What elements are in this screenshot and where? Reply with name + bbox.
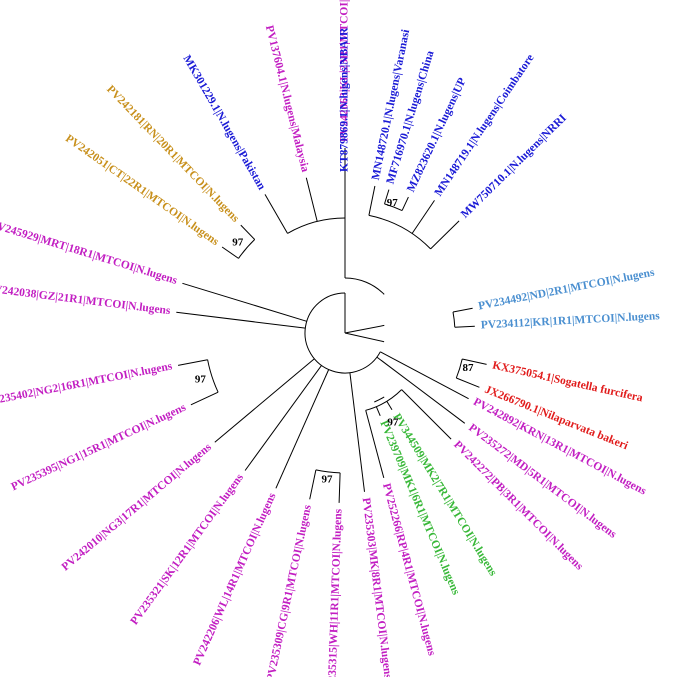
leaf-branch-7 bbox=[454, 325, 475, 328]
leaf-branch-28 bbox=[264, 194, 288, 234]
leaf-branch-1 bbox=[368, 185, 376, 216]
leaf-branch-29 bbox=[305, 177, 318, 222]
leaf-branch-24 bbox=[176, 311, 306, 329]
taxon-label: PV235315|WH|11R1|MTCOI|N.lugens bbox=[326, 508, 345, 677]
leaf-branch-19 bbox=[275, 369, 330, 489]
leaf-branch-12 bbox=[401, 389, 452, 440]
root-stem-b bbox=[344, 324, 385, 334]
bootstrap-labels: 97 97 97 97 97 87 bbox=[195, 197, 474, 486]
leaf-branch-15 bbox=[365, 410, 385, 479]
taxon-label: PV235309|CG|9R1|MTCOI|N.lugens bbox=[265, 503, 314, 677]
internal-arc-6 bbox=[365, 389, 402, 411]
leaf-branch-25 bbox=[182, 282, 307, 322]
taxon-label: PV137604.1|N.lugens|Malaysia bbox=[263, 24, 311, 173]
bootstrap-value: 87 bbox=[463, 362, 475, 374]
internal-arc-1 bbox=[344, 277, 385, 295]
root-stem-c bbox=[344, 332, 385, 343]
internal-arc-5 bbox=[455, 358, 463, 379]
internal-arc-9 bbox=[207, 359, 219, 393]
leaf-branch-8 bbox=[462, 358, 487, 365]
leaf-branch-6 bbox=[452, 307, 473, 313]
taxon-label: PV245929|MRT|18R1|MTCOI|N.lugens bbox=[0, 218, 179, 287]
bootstrap-value: 97 bbox=[195, 374, 207, 386]
leaf-branch-13 bbox=[386, 400, 393, 410]
taxon-label: PV242051|CT|22R1|MTCOI|N.lugens bbox=[63, 133, 221, 249]
internal-arc-11 bbox=[287, 217, 346, 234]
leaf-branch-9 bbox=[456, 377, 480, 388]
leaf-branch-2 bbox=[384, 189, 390, 205]
taxon-label: KT879869.1|N.lugens|NBAIR bbox=[339, 27, 351, 172]
leaf-branch-4 bbox=[411, 200, 435, 234]
leaf-branch-14 bbox=[375, 406, 381, 416]
leaf-branch-26 bbox=[221, 246, 239, 259]
taxon-label: MN148719.1|N.lugens|Coimbatore bbox=[433, 52, 537, 198]
taxon-label: PV242063|KL|23R1|MTCOI|N.lugens bbox=[339, 0, 351, 142]
taxon-label: PV235402|NG2|16R1|MTCOI|N.lugens bbox=[0, 360, 174, 408]
leaf-branch-10 bbox=[380, 351, 469, 400]
taxon-label: PV235303|MK|8R1|MTCOI|N.lugens bbox=[360, 497, 394, 677]
leaf-branch-22 bbox=[190, 391, 219, 406]
taxon-label: PV234492|ND|2R1|MTCOI|N.lugens bbox=[477, 266, 656, 312]
leaf-branch-5 bbox=[430, 220, 460, 250]
taxon-label: PV234112|KR|1R1|MTCOI|N.lugens bbox=[480, 310, 660, 331]
leaf-branch-20 bbox=[244, 365, 322, 471]
tree-branches bbox=[176, 148, 487, 503]
leaf-branch-21 bbox=[214, 358, 315, 443]
leaf-branch-18 bbox=[309, 469, 317, 500]
leaf-branch-17 bbox=[338, 472, 341, 503]
leaf-branch-11 bbox=[376, 356, 466, 424]
leaf-branch-23 bbox=[178, 359, 208, 366]
bootstrap-value: 97 bbox=[387, 197, 399, 209]
internal-arc-0 bbox=[304, 292, 381, 374]
bootstrap-value: 97 bbox=[322, 473, 334, 485]
internal-arc-7 bbox=[374, 396, 385, 403]
taxon-label: PV242038|GZ|21R1|MTCOI|N.lugens bbox=[0, 283, 172, 318]
leaf-branch-27 bbox=[240, 224, 256, 240]
leaf-branch-3 bbox=[401, 196, 409, 211]
internal-arc-2 bbox=[368, 214, 431, 250]
leaf-branch-16 bbox=[349, 372, 365, 492]
bootstrap-value: 97 bbox=[387, 417, 399, 429]
internal-arc-4 bbox=[452, 311, 456, 328]
bootstrap-value: 97 bbox=[232, 237, 244, 249]
